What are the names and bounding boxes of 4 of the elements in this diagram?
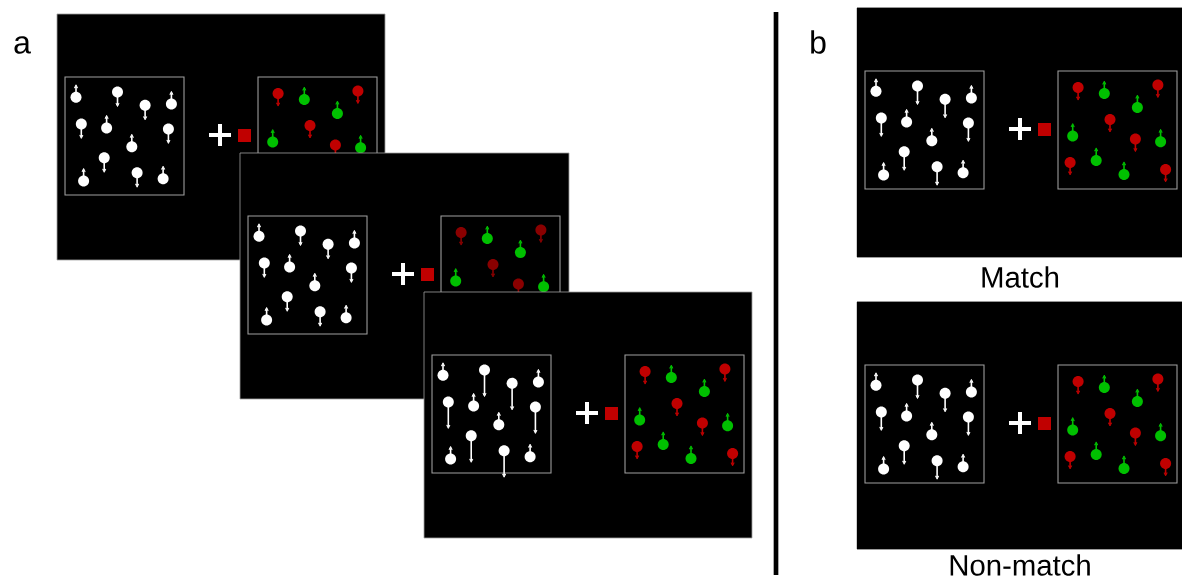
caption: Match bbox=[982, 266, 1059, 288]
panel-label: a bbox=[14, 36, 31, 54]
panel-label: b bbox=[811, 30, 826, 54]
caption: Non-match bbox=[950, 554, 1090, 576]
